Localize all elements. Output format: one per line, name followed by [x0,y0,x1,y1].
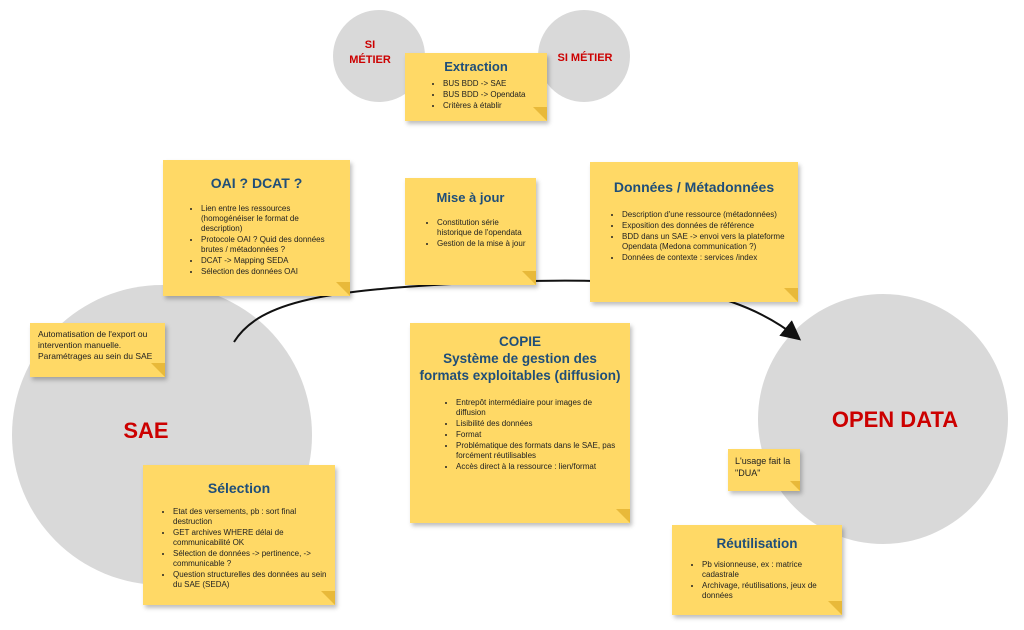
list-item: Question structurelles des données au se… [173,570,327,590]
list-item: Archivage, réutilisations, jeux de donné… [702,581,834,601]
note-automatisation: Automatisation de l'export ou interventi… [30,323,165,377]
note-oai-dcat: OAI ? DCAT ? Lien entre les ressources (… [163,160,350,296]
note-selection-list: Etat des versements, pb : sort final des… [151,507,327,590]
note-extraction-list: BUS BDD -> SAE BUS BDD -> Opendata Critè… [413,79,539,111]
note-oai-title: OAI ? DCAT ? [210,175,303,191]
note-reutilisation: Réutilisation Pb visionneuse, ex : matri… [672,525,842,615]
list-item: Description d'une ressource (métadonnées… [622,210,790,220]
list-item: Sélection des données OAI [201,267,342,277]
list-item: BDD dans un SAE -> envoi vers la platefo… [622,232,790,252]
note-extraction-title: Extraction [444,59,508,74]
note-reutilisation-list: Pb visionneuse, ex : matrice cadastrale … [680,560,834,601]
note-copie-title: COPIE Système de gestion des formats exp… [419,334,621,383]
list-item: Accès direct à la ressource : lien/forma… [456,462,622,472]
note-donnees-metadonnees: Données / Métadonnées Description d'une … [590,162,798,302]
list-item: Critères à établir [443,101,539,111]
list-item: Pb visionneuse, ex : matrice cadastrale [702,560,834,580]
note-copie-list: Entrepôt intermédiaire pour images de di… [418,398,622,472]
sae-label: SAE [123,418,169,443]
list-item: Entrepôt intermédiaire pour images de di… [456,398,622,418]
note-donnees-list: Description d'une ressource (métadonnées… [598,210,790,263]
list-item: Exposition des données de référence [622,221,790,231]
note-selection: Sélection Etat des versements, pb : sort… [143,465,335,605]
note-donnees-title: Données / Métadonnées [613,179,775,195]
note-mise-a-jour: Mise à jour Constitution série historiqu… [405,178,536,285]
note-oai-list: Lien entre les ressources (homogénéiser … [171,204,342,277]
list-item: GET archives WHERE délai de communicabil… [173,528,327,548]
note-automatisation-text: Automatisation de l'export ou interventi… [38,329,153,361]
list-item: Format [456,430,622,440]
si-metier-left-label: SI MÉTIER [349,39,391,66]
list-item: Constitution série historique de l'opend… [437,218,528,238]
list-item: Etat des versements, pb : sort final des… [173,507,327,527]
list-item: Lien entre les ressources (homogénéiser … [201,204,342,234]
list-item: Données de contexte : services /index [622,253,790,263]
list-item: DCAT -> Mapping SEDA [201,256,342,266]
note-usage-text: L'usage fait la "DUA" [735,456,791,478]
list-item: Lisibilité des données [456,419,622,429]
open-data-label: OPEN DATA [831,407,959,432]
list-item: Protocole OAI ? Quid des données brutes … [201,235,342,255]
si-metier-right-label: SI MÉTIER [557,52,613,64]
list-item: BUS BDD -> SAE [443,79,539,89]
list-item: BUS BDD -> Opendata [443,90,539,100]
note-selection-title: Sélection [207,480,271,496]
note-copie: COPIE Système de gestion des formats exp… [410,323,630,523]
list-item: Problématique des formats dans le SAE, p… [456,441,622,461]
note-usage-dua: L'usage fait la "DUA" [728,449,800,491]
list-item: Sélection de données -> pertinence, -> c… [173,549,327,569]
note-reutilisation-title: Réutilisation [716,536,798,551]
note-extraction: Extraction BUS BDD -> SAE BUS BDD -> Ope… [405,53,547,121]
note-mise-a-jour-list: Constitution série historique de l'opend… [413,218,528,249]
list-item: Gestion de la mise à jour [437,239,528,249]
note-mise-a-jour-title: Mise à jour [436,190,505,205]
si-metier-right-circle [538,10,630,102]
